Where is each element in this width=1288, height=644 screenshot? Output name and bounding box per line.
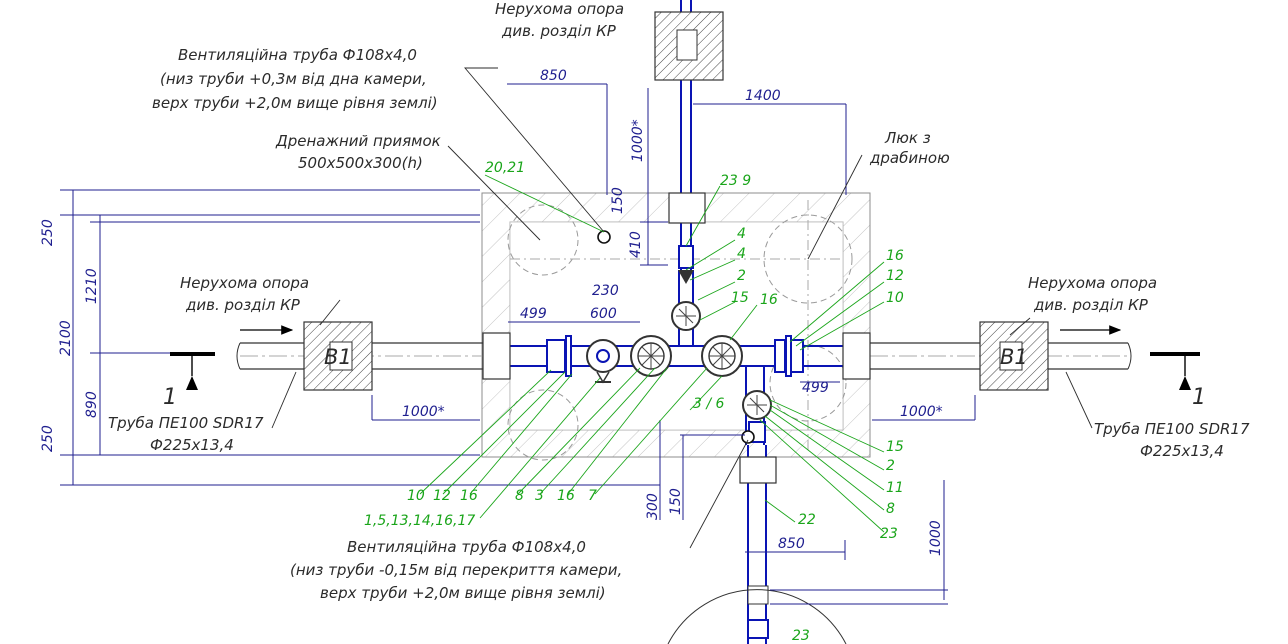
callout-4b: 4 [737, 246, 746, 262]
dim-410: 410 [628, 231, 644, 258]
hatch-line2: драбиною [869, 149, 950, 167]
callout-20-21: 20,21 [485, 160, 525, 176]
valves [586, 270, 772, 445]
vent-pipe-bottom [741, 430, 755, 444]
dim-600: 600 [590, 306, 617, 322]
hatch-outline [763, 214, 853, 304]
dim-1000-bot: 1000 [928, 520, 944, 556]
section-right: 1 [1192, 385, 1206, 410]
drain-pit-outline [507, 204, 579, 276]
support-right-line1: Нерухома опора [1028, 274, 1157, 292]
dim-250-bot: 250 [40, 425, 56, 452]
callout-bottom-2: 2 [886, 458, 895, 474]
callout-2: 2 [737, 268, 746, 284]
callout-left-10: 10 [407, 488, 425, 504]
support-top-line2: див. розділ КР [501, 22, 617, 40]
dim-150: 150 [610, 187, 626, 214]
dim-150-bot: 150 [668, 488, 684, 515]
dim-890: 890 [84, 391, 100, 418]
dim-1000star-top: 1000* [630, 119, 646, 162]
vent-bottom-line3: верх труби +2,0м вище рівня землі) [320, 584, 606, 602]
dim-1000star-right: 1000* [900, 404, 943, 420]
callout-left-12: 12 [433, 488, 451, 504]
callout-22: 22 [798, 512, 816, 528]
section-left: 1 [163, 385, 177, 410]
dim-300: 300 [645, 493, 661, 520]
callout-bottom-8: 8 [886, 501, 895, 517]
pipe-right-line2: Ф225х13,4 [1140, 442, 1224, 460]
callout-left-7: 7 [588, 488, 597, 504]
drain-line1: Дренажний приямок [275, 132, 441, 150]
drain-line2: 500х500х300(h) [298, 154, 423, 172]
vent-pipe-top [597, 230, 611, 244]
pipe-tag-right: В1 [1000, 345, 1028, 369]
vent-top-line3: верх труби +2,0м вище рівня землі) [152, 94, 438, 112]
dim-499-right: 499 [802, 380, 829, 396]
callout-bottom-11: 11 [886, 480, 904, 496]
callout-23-9: 23 9 [720, 173, 751, 189]
support-left-line2: див. розділ КР [185, 296, 301, 314]
dim-850-top: 850 [540, 68, 567, 84]
pipe-left-line2: Ф225х13,4 [150, 436, 234, 454]
pipe-right-line1: Труба ПЕ100 SDR17 [1094, 420, 1250, 438]
callout-bottom-15: 15 [886, 439, 904, 455]
callout-left-16: 16 [460, 488, 478, 504]
label-texts: Нерухома опора див. розділ КР Вентиляцій… [108, 0, 1250, 602]
pipe-left-line1: Труба ПЕ100 SDR17 [108, 414, 264, 432]
callout-leaders [419, 174, 885, 533]
dim-230: 230 [592, 283, 619, 299]
hatch-line1: Люк з [884, 129, 931, 147]
callout-4a: 4 [737, 226, 746, 242]
dim-2100: 2100 [58, 320, 74, 356]
callout-16: 16 [760, 292, 778, 308]
vent-top-line1: Вентиляційна труба Ф108х4,0 [178, 46, 417, 64]
dim-1210: 1210 [84, 268, 100, 304]
callout-right-12: 12 [886, 268, 904, 284]
callout-3-6: 3 / 6 [693, 396, 725, 412]
callout-bottom-23: 23 [880, 526, 898, 542]
callout-left-8: 8 [515, 488, 524, 504]
callout-group: 1,5,13,14,16,17 [364, 513, 475, 529]
branches [597, 0, 847, 644]
vent-bottom-line2: (низ труби -0,15м від перекриття камери, [290, 561, 622, 579]
callout-left-3: 3 [535, 488, 544, 504]
callout-23-bottom: 23 [792, 628, 810, 644]
dim-250-top: 250 [40, 219, 56, 246]
dim-499-left: 499 [520, 306, 547, 322]
leaders [271, 67, 1093, 549]
vent-top-line2: (низ труби +0,3м від дна камери, [160, 70, 427, 88]
callout-right-16: 16 [886, 248, 904, 264]
dimensions [60, 83, 976, 605]
callout-texts: 20,21 23 9 4 4 2 15 16 16 12 10 3 / 6 15… [364, 160, 904, 644]
pipe-tag-left: В1 [324, 345, 352, 369]
vent-bottom-line1: Вентиляційна труба Ф108х4,0 [347, 538, 586, 556]
dimension-texts: 850 1400 1000* 150 410 250 1210 2100 890… [40, 68, 944, 556]
main-pipe [236, 321, 1132, 391]
callout-15: 15 [731, 290, 749, 306]
support-top-line1: Нерухома опора [495, 0, 624, 18]
dim-850-bot: 850 [778, 536, 805, 552]
section-marks [170, 325, 1200, 390]
chamber [481, 192, 871, 461]
callout-left-16b: 16 [557, 488, 575, 504]
dim-1400: 1400 [745, 88, 781, 104]
support-right-line2: див. розділ КР [1033, 296, 1149, 314]
dim-1000star-left: 1000* [402, 404, 445, 420]
callout-right-10: 10 [886, 290, 904, 306]
support-left-line1: Нерухома опора [180, 274, 309, 292]
